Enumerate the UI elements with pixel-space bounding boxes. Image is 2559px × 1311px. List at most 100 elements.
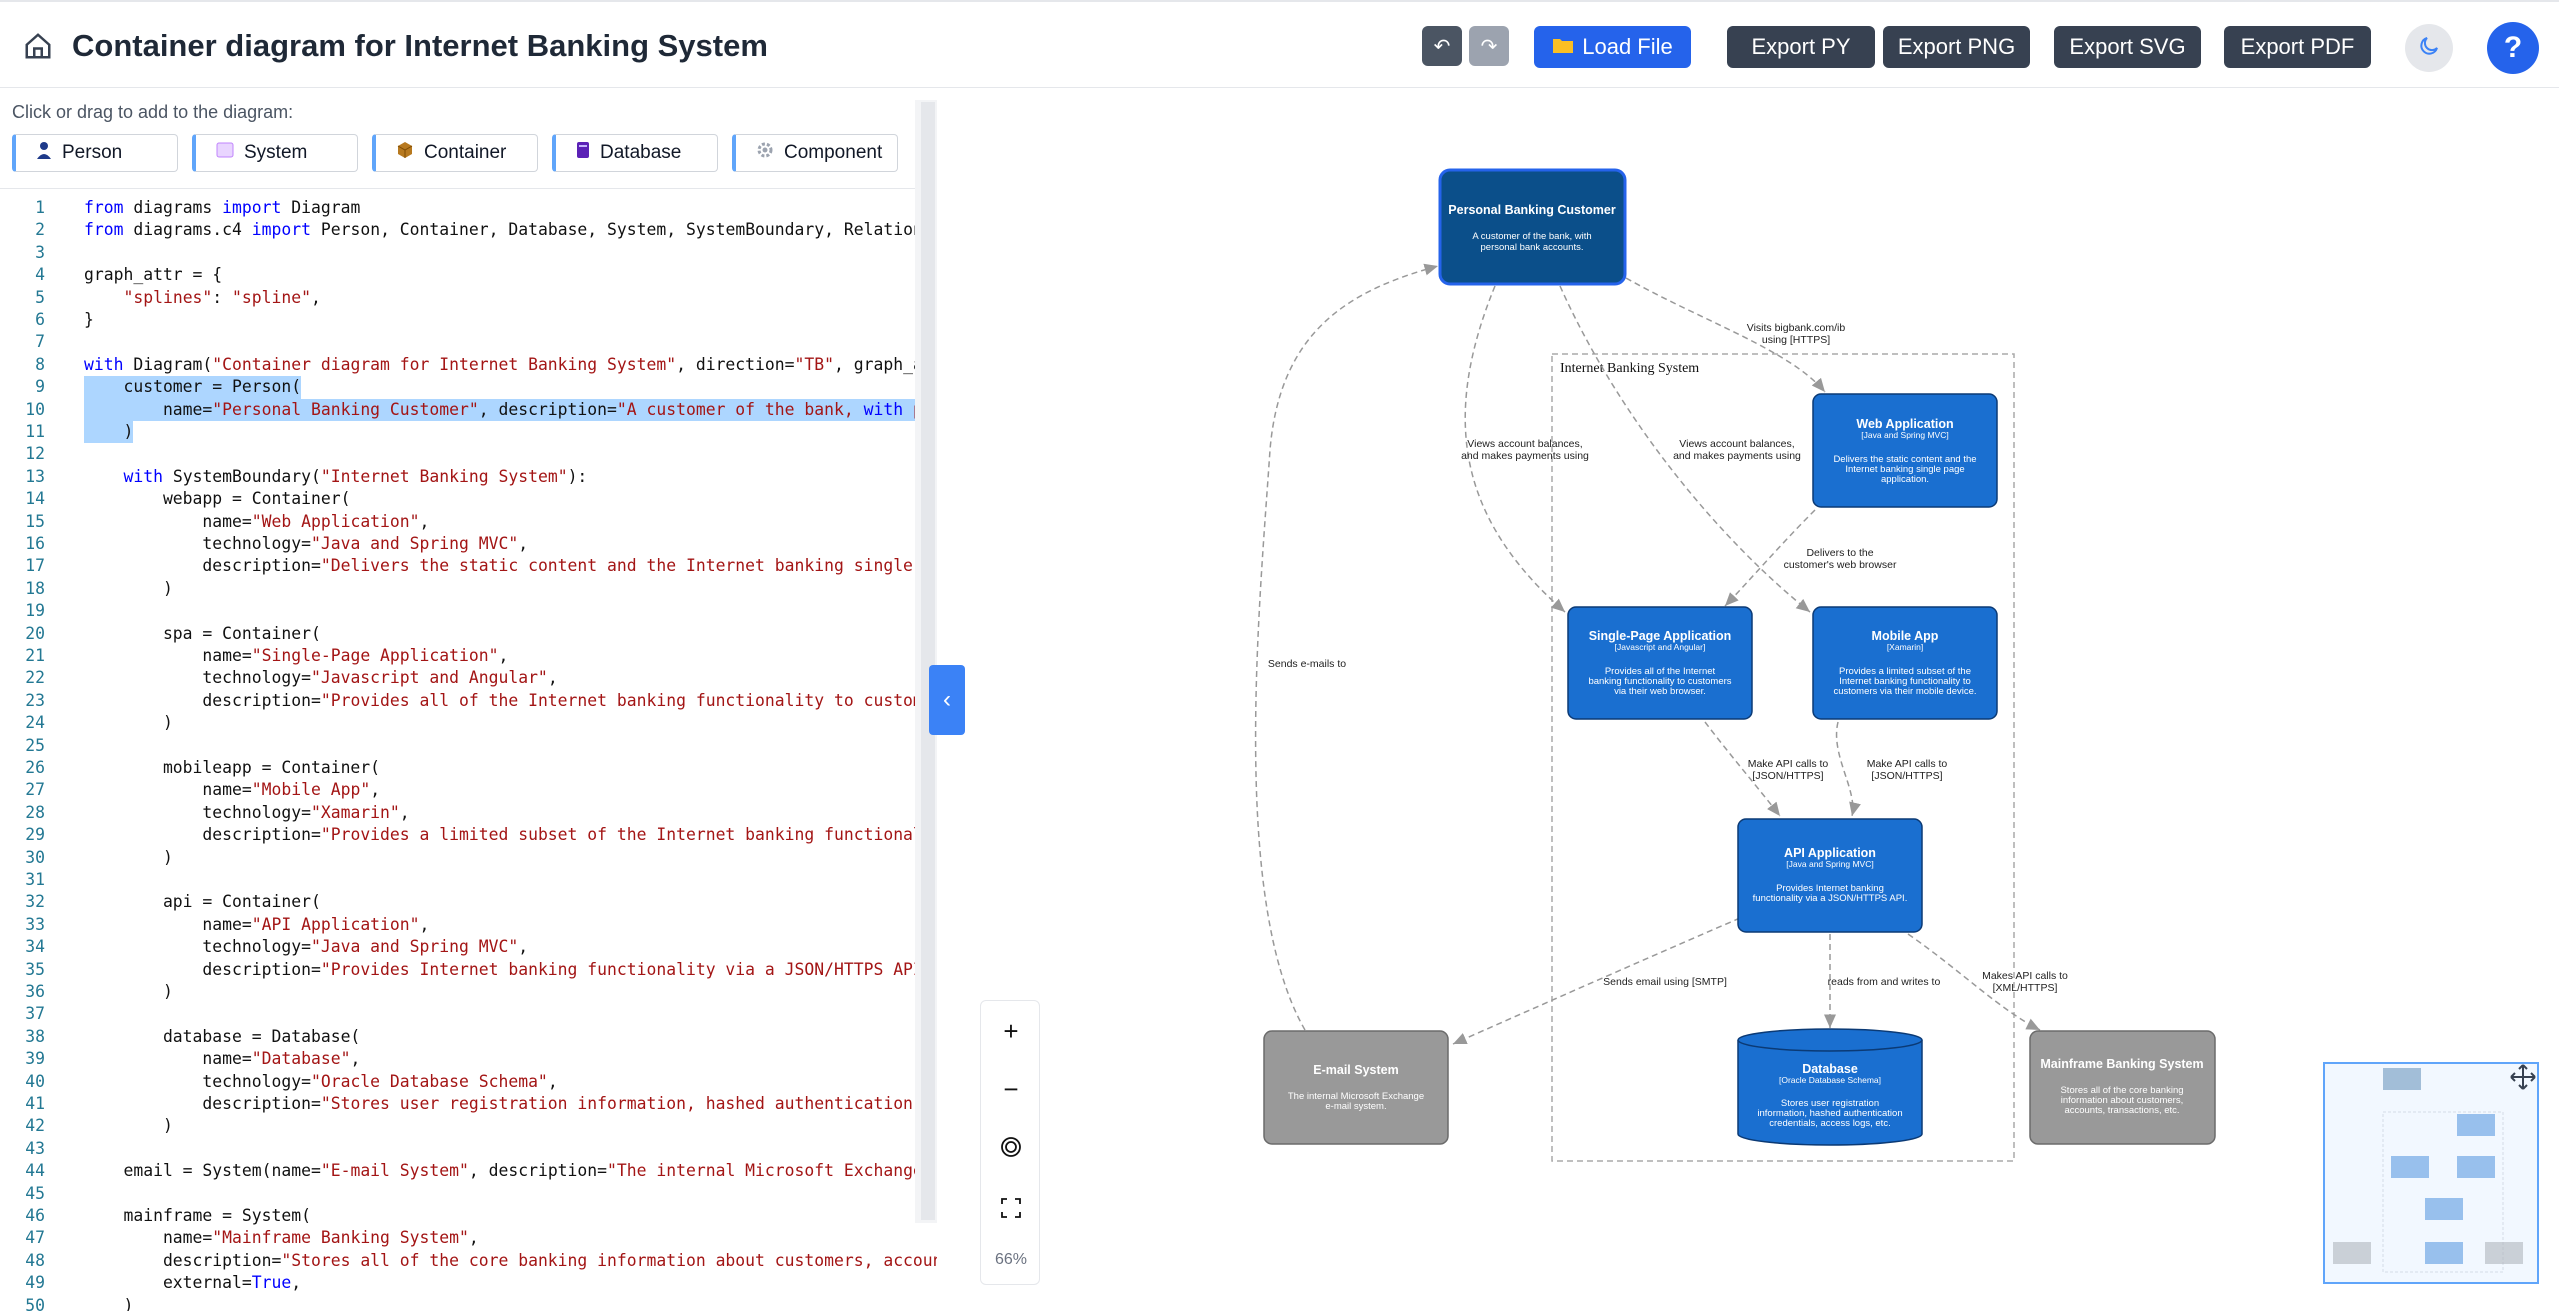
code-line[interactable]: 13 with SystemBoundary("Internet Banking… (0, 466, 937, 488)
redo-button[interactable]: ↷ (1469, 26, 1509, 66)
zoom-out-button[interactable]: − (1003, 1073, 1019, 1104)
node-mainframe[interactable]: Mainframe Banking System Stores all of t… (2029, 1030, 2216, 1145)
code-line[interactable]: 25 (0, 735, 937, 757)
palette-person[interactable]: Person (12, 134, 178, 172)
code-line[interactable]: 39 name="Database", (0, 1048, 937, 1070)
palette-container[interactable]: Container (372, 134, 538, 172)
code-line[interactable]: 10 name="Personal Banking Customer", des… (0, 398, 937, 421)
code-line[interactable]: 32 api = Container( (0, 891, 937, 913)
code-line[interactable]: 23 description="Provides all of the Inte… (0, 690, 937, 712)
palette-component[interactable]: Component (732, 134, 898, 172)
node-tech: [Oracle Database Schema] (1779, 1075, 1881, 1085)
code-line[interactable]: 30 ) (0, 847, 937, 869)
palette-database[interactable]: Database (552, 134, 718, 172)
code-line[interactable]: 50 ) (0, 1295, 937, 1311)
code-line[interactable]: 6} (0, 309, 937, 331)
zoom-in-button[interactable]: + (1003, 1015, 1019, 1046)
code-line[interactable]: 28 technology="Xamarin", (0, 802, 937, 824)
code-line[interactable]: 22 technology="Javascript and Angular", (0, 667, 937, 689)
code-line[interactable]: 3 (0, 242, 937, 264)
node-email[interactable]: E-mail System The internal Microsoft Exc… (1263, 1030, 1449, 1145)
line-number: 32 (25, 892, 45, 912)
node-customer[interactable]: Personal Banking Customer A customer of … (1438, 168, 1627, 286)
code-line[interactable]: 49 external=True, (0, 1272, 937, 1294)
code-line[interactable]: 14 webapp = Container( (0, 488, 937, 510)
code-line[interactable]: 43 (0, 1138, 937, 1160)
dark-mode-toggle[interactable] (2405, 24, 2453, 72)
undo-button[interactable]: ↶ (1422, 26, 1462, 66)
code-text: email = System(name="E-mail System", des… (84, 1161, 937, 1181)
code-line[interactable]: 34 technology="Java and Spring MVC", (0, 936, 937, 958)
export-pdf-button[interactable]: Export PDF (2224, 26, 2371, 68)
code-line[interactable]: 47 name="Mainframe Banking System", (0, 1227, 937, 1249)
code-text: description="Stores user registration in… (84, 1094, 937, 1113)
code-line[interactable]: 44 email = System(name="E-mail System", … (0, 1160, 937, 1182)
code-line[interactable]: 48 description="Stores all of the core b… (0, 1250, 937, 1272)
export-py-button[interactable]: Export PY (1727, 26, 1875, 68)
editor-panel: Click or drag to add to the diagram: Per… (0, 88, 937, 1311)
code-line[interactable]: 12 (0, 443, 937, 465)
line-number: 11 (25, 422, 45, 441)
edge-label: Delivers to the (1806, 547, 1873, 559)
line-number: 46 (25, 1206, 45, 1225)
code-line[interactable]: 35 description="Provides Internet bankin… (0, 959, 937, 981)
minimap[interactable] (2323, 1062, 2539, 1284)
code-line[interactable]: 45 (0, 1183, 937, 1205)
code-line[interactable]: 17 description="Delivers the static cont… (0, 555, 937, 577)
diagram-canvas[interactable]: Internet Banking System Visits bigbank.c… (955, 88, 2559, 1311)
code-line[interactable]: 41 description="Stores user registration… (0, 1093, 937, 1115)
code-line[interactable]: 29 description="Provides a limited subse… (0, 824, 937, 846)
line-number: 5 (35, 287, 45, 307)
node-database[interactable]: Database [Oracle Database Schema] Stores… (1737, 1028, 1923, 1146)
load-file-label: Load File (1582, 34, 1673, 59)
code-line[interactable]: 15 name="Web Application", (0, 511, 937, 533)
line-number: 47 (25, 1228, 45, 1248)
code-text: with Diagram("Container diagram for Inte… (84, 354, 937, 374)
code-line[interactable]: 33 name="API Application", (0, 914, 937, 936)
node-desc: application. (1881, 474, 1929, 485)
reset-view-button[interactable] (981, 1119, 1041, 1179)
code-line[interactable]: 7 (0, 331, 937, 353)
editor-scrollbar[interactable] (921, 102, 935, 1220)
node-mobile[interactable]: Mobile App [Xamarin] Provides a limited … (1812, 606, 1998, 720)
code-line[interactable]: 19 (0, 600, 937, 622)
folder-icon (1552, 34, 1574, 60)
export-svg-button[interactable]: Export SVG (2054, 26, 2201, 68)
node-api[interactable]: API Application [Java and Spring MVC] Pr… (1737, 818, 1923, 933)
code-line[interactable]: 11 ) (0, 421, 937, 444)
code-line[interactable]: 26 mobileapp = Container( (0, 757, 937, 779)
code-line[interactable]: 37 (0, 1003, 937, 1025)
code-line[interactable]: 38 database = Database( (0, 1026, 937, 1048)
load-file-button[interactable]: Load File (1534, 26, 1691, 68)
node-webapp[interactable]: Web Application [Java and Spring MVC] De… (1812, 393, 1998, 508)
code-line[interactable]: 5 "splines": "spline", (0, 287, 937, 309)
node-desc: accounts, transactions, etc. (2064, 1105, 2179, 1116)
edge-webapp-spa (1724, 509, 1816, 607)
export-png-button[interactable]: Export PNG (1883, 26, 2030, 68)
code-line[interactable]: 31 (0, 869, 937, 891)
code-line[interactable]: 21 name="Single-Page Application", (0, 645, 937, 667)
home-icon[interactable] (20, 28, 56, 64)
fit-screen-button[interactable] (981, 1179, 1041, 1239)
code-line[interactable]: 42 ) (0, 1115, 937, 1137)
code-line[interactable]: 20 spa = Container( (0, 623, 937, 645)
move-icon[interactable] (2508, 1062, 2538, 1092)
code-line[interactable]: 24 ) (0, 712, 937, 734)
collapse-editor-button[interactable]: ‹ (929, 665, 965, 735)
node-spa[interactable]: Single-Page Application [Javascript and … (1567, 606, 1753, 720)
code-line[interactable]: 9 customer = Person( (0, 376, 937, 399)
code-line[interactable]: 27 name="Mobile App", (0, 779, 937, 801)
code-line[interactable]: 46 mainframe = System( (0, 1205, 937, 1227)
help-button[interactable]: ? (2487, 22, 2539, 74)
line-number: 19 (25, 601, 45, 621)
code-line[interactable]: 16 technology="Java and Spring MVC", (0, 533, 937, 555)
code-line[interactable]: 40 technology="Oracle Database Schema", (0, 1071, 937, 1093)
code-line[interactable]: 18 ) (0, 578, 937, 600)
code-line[interactable]: 36 ) (0, 981, 937, 1003)
palette-system[interactable]: System (192, 134, 358, 172)
